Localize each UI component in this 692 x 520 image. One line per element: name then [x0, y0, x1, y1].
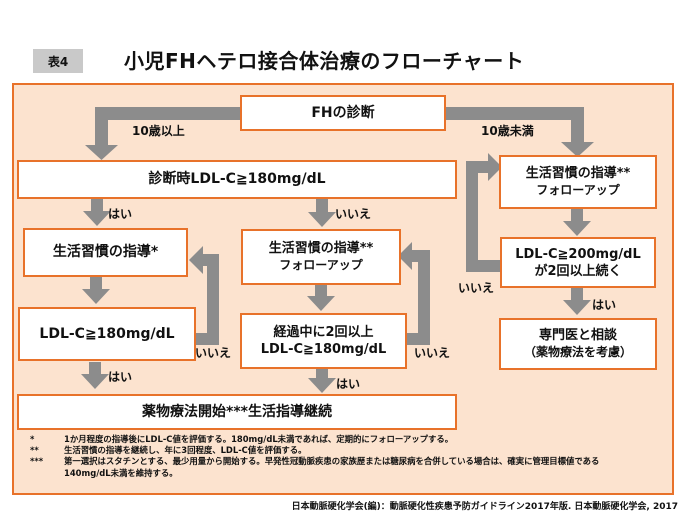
arrow-left-branch-h: [95, 107, 240, 120]
box-lifestyle-right: 生活習慣の指導** フォローアップ: [499, 155, 657, 209]
footnote: *** 第一選択はスタチンとする、最少用量から開始する。早発性冠動脈疾患の家族歴…: [30, 456, 670, 467]
label-no-mid1: いいえ: [335, 207, 372, 221]
fh-diagnosis-text: FHの診断: [311, 104, 375, 121]
arrow-yes-left-head: [83, 211, 111, 226]
label-yes-mid2: はい: [336, 377, 361, 391]
lifestyle-mid-line1: 生活習慣の指導**: [268, 241, 374, 256]
arrow-right-bottom-shaft: [571, 288, 583, 301]
course-mid-line1: 経過中に2回以上: [273, 325, 374, 340]
box-lifestyle-mid: 生活習慣の指導** フォローアップ: [241, 229, 401, 285]
box-ldl-check-left: LDL-C≧180mg/dL: [18, 307, 196, 361]
box-lifestyle-left: 生活習慣の指導*: [23, 228, 188, 277]
ldl-at-diagnosis-text: 診断時LDL-C≧180mg/dL: [148, 171, 326, 187]
arrow-no-mid-shaft: [316, 199, 328, 213]
label-yes-left1: はい: [108, 207, 133, 221]
arrow-yes-left-shaft: [91, 199, 103, 212]
arrow-mid-shaft: [315, 285, 327, 297]
box-ldl-right: LDL-C≧200mg/dL が2回以上続く: [500, 237, 656, 288]
arrow-right-mid-head: [563, 221, 591, 236]
footnote-mark: ***: [30, 456, 44, 467]
label-yes-left2: はい: [108, 370, 133, 384]
box-drug-start: 薬物療法開始***生活指導継続: [17, 394, 457, 430]
specialist-line2: （薬物療法を考慮）: [523, 345, 632, 359]
box-specialist: 専門医と相談 （薬物療法を考慮）: [499, 318, 657, 370]
loop-left-head: [189, 246, 203, 274]
label-age-under10: 10歳未満: [481, 124, 534, 138]
footnote-text: 生活習慣の指導を継続し、年に3回程度、LDL-C値を評価する。: [64, 445, 307, 456]
loop-mid-h2: [411, 250, 430, 262]
arrow-left-bottom-shaft: [89, 362, 101, 375]
loop-right-h2: [466, 161, 489, 173]
footnotes: * 1か月程度の指導後にLDL-C値を評価する。180mg/dL未満であれば、定…: [30, 434, 670, 479]
footnote-text: 第一選択はスタチンとする、最少用量から開始する。早発性冠動脈疾患の家族歴または糖…: [64, 456, 600, 467]
arrow-mid-bottom-head: [308, 378, 336, 393]
arrow-right-branch-head: [561, 142, 594, 157]
loop-left-h2: [202, 254, 219, 266]
footnote: ** 生活習慣の指導を継続し、年に3回程度、LDL-C値を評価する。: [30, 445, 670, 456]
arrow-no-mid-head: [308, 212, 336, 227]
footnote: * 1か月程度の指導後にLDL-C値を評価する。180mg/dL未満であれば、定…: [30, 434, 670, 445]
loop-mid-v: [418, 250, 430, 345]
footnote-text: 1か月程度の指導後にLDL-C値を評価する。180mg/dL未満であれば、定期的…: [64, 434, 454, 444]
arrow-right-branch-h: [446, 107, 584, 120]
course-mid-line2: LDL-C≧180mg/dL: [260, 342, 387, 357]
arrow-left-mid-shaft: [90, 277, 102, 290]
ldl-right-line2: が2回以上続く: [534, 263, 622, 279]
arrow-mid-bottom-shaft: [316, 369, 328, 379]
source-citation: 日本動脈硬化学会(編)：動脈硬化性疾患予防ガイドライン2017年版. 日本動脈硬…: [291, 502, 678, 512]
box-ldl-at-diagnosis: 診断時LDL-C≧180mg/dL: [17, 160, 457, 199]
arrow-left-branch-head: [85, 145, 118, 160]
label-age-over10: 10歳以上: [132, 124, 185, 138]
specialist-line1: 専門医と相談: [538, 328, 617, 343]
label-no-left-loop: いいえ: [195, 346, 232, 360]
lifestyle-mid-line2: フォローアップ: [279, 258, 363, 272]
loop-right-v: [466, 161, 478, 272]
table-number-tag: 表4: [33, 49, 83, 73]
box-fh-diagnosis: FHの診断: [240, 95, 446, 131]
label-no-right-loop: いいえ: [458, 281, 495, 295]
arrow-left-branch-v: [95, 107, 108, 146]
footnote-mark: **: [30, 445, 39, 456]
loop-right-head: [488, 153, 502, 181]
arrow-left-mid-head: [82, 289, 110, 304]
arrow-mid-head: [307, 296, 335, 311]
lifestyle-right-line1: 生活習慣の指導**: [525, 166, 631, 181]
label-no-mid-loop: いいえ: [414, 346, 451, 360]
loop-mid-head: [398, 242, 412, 270]
arrow-right-bottom-head: [563, 300, 591, 315]
arrow-right-mid-shaft: [571, 209, 583, 222]
drug-start-text: 薬物療法開始***生活指導継続: [142, 403, 332, 420]
ldl-check-left-text: LDL-C≧180mg/dL: [39, 325, 175, 342]
loop-left-v: [207, 254, 219, 345]
footnote-mark: *: [30, 434, 35, 444]
label-yes-right: はい: [592, 298, 617, 312]
arrow-right-branch-v: [571, 107, 584, 143]
box-course-mid: 経過中に2回以上 LDL-C≧180mg/dL: [240, 313, 407, 369]
arrow-left-bottom-head: [81, 374, 109, 389]
footnote-continuation: 140mg/dL未満を維持する。: [64, 467, 178, 478]
ldl-right-line1: LDL-C≧200mg/dL: [515, 246, 641, 262]
lifestyle-right-line2: フォローアップ: [536, 183, 620, 197]
lifestyle-left-text: 生活習慣の指導*: [52, 244, 159, 260]
page-title: 小児FHヘテロ接合体治療のフローチャート: [124, 49, 525, 73]
